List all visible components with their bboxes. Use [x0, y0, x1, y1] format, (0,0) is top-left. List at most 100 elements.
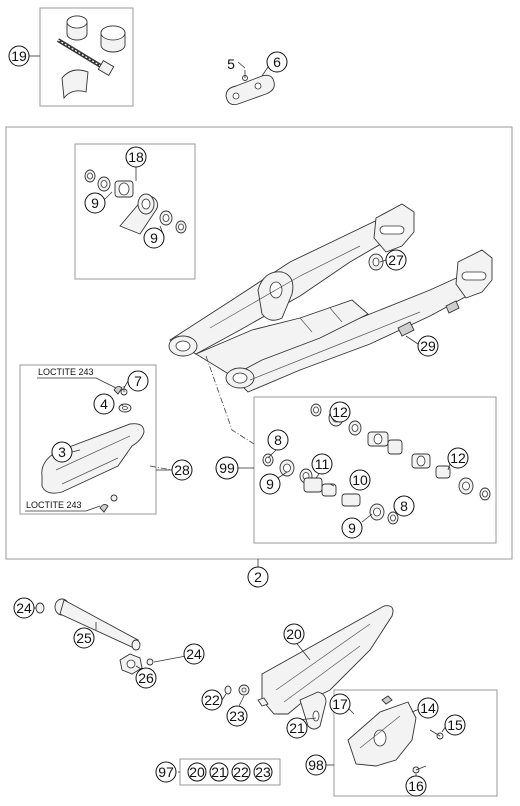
bearing-kit-box	[74, 143, 196, 280]
svg-text:23: 23	[229, 708, 245, 724]
callout-10: 10	[349, 469, 371, 491]
svg-text:29: 29	[420, 338, 436, 354]
svg-text:8: 8	[274, 432, 282, 448]
callout-98: 98	[305, 754, 327, 776]
svg-text:15: 15	[447, 717, 463, 733]
svg-text:20: 20	[286, 626, 302, 642]
svg-text:8: 8	[400, 498, 408, 514]
bearing-press-tool	[56, 15, 126, 100]
callout-26: 26	[135, 667, 157, 689]
svg-text:99: 99	[219, 460, 235, 476]
kit-item-22: 22	[231, 762, 251, 782]
svg-text:10: 10	[352, 472, 368, 488]
svg-text:9: 9	[91, 195, 99, 211]
callout-5: 5	[227, 56, 235, 72]
svg-text:9: 9	[150, 230, 158, 246]
callout-29: 29	[417, 335, 439, 357]
callout-24b: 24	[183, 643, 205, 665]
svg-text:20: 20	[189, 764, 205, 780]
svg-text:2: 2	[254, 569, 262, 585]
svg-text:7: 7	[134, 373, 142, 389]
svg-text:3: 3	[58, 444, 66, 460]
callout-16: 16	[405, 775, 427, 797]
svg-text:23: 23	[255, 764, 271, 780]
callout-99: 99	[215, 456, 239, 480]
callout-3: 3	[51, 441, 73, 463]
svg-text:26: 26	[138, 670, 154, 686]
loctite-note-top: LOCTITE 243	[37, 367, 117, 389]
swingarm-main-box	[5, 126, 513, 560]
kit-item-21: 21	[209, 762, 229, 782]
callout-8b: 8	[393, 495, 415, 517]
swingarm	[168, 203, 493, 393]
callout-9b: 9	[143, 227, 165, 249]
svg-text:98: 98	[308, 757, 324, 773]
callout-14: 14	[417, 697, 439, 719]
svg-text:27: 27	[388, 252, 404, 268]
callout-17: 17	[329, 693, 351, 715]
svg-text:97: 97	[158, 764, 174, 780]
callout-2: 2	[247, 566, 269, 588]
callout-18: 18	[125, 146, 147, 168]
loctite-label-top: LOCTITE 243	[38, 367, 94, 377]
leader-lines	[29, 55, 451, 776]
kit-item-23: 23	[253, 762, 273, 782]
callout-12b: 12	[447, 447, 469, 469]
callout-9c: 9	[259, 473, 281, 495]
callout-28: 28	[171, 459, 193, 481]
svg-text:28: 28	[174, 462, 190, 478]
callout-15: 15	[444, 714, 466, 736]
callout-24a: 24	[13, 597, 35, 619]
chain-slider-box	[19, 364, 157, 515]
svg-text:16: 16	[408, 778, 424, 794]
callout-9a: 9	[84, 192, 106, 214]
svg-text:19: 19	[11, 48, 27, 64]
svg-text:18: 18	[128, 149, 144, 165]
svg-text:22: 22	[204, 692, 220, 708]
callout-23: 23	[226, 705, 248, 727]
callout-9d: 9	[341, 517, 363, 539]
svg-text:9: 9	[266, 476, 274, 492]
svg-text:24: 24	[186, 646, 202, 662]
pivot-bearings	[262, 403, 491, 525]
bearing-tool-box	[39, 7, 134, 107]
chain-slider	[41, 385, 145, 513]
svg-text:24: 24	[16, 600, 32, 616]
svg-text:21: 21	[211, 764, 227, 780]
kit-item-20: 20	[187, 762, 207, 782]
callout-97: 97	[155, 761, 177, 783]
callout-21: 21	[286, 717, 308, 739]
swingarm-axle	[35, 598, 154, 675]
svg-text:12: 12	[450, 450, 466, 466]
svg-text:5: 5	[227, 56, 235, 72]
svg-text:11: 11	[315, 456, 330, 472]
loctite-label-bottom: LOCTITE 243	[26, 500, 82, 510]
callout-20: 20	[283, 623, 305, 645]
callout-12a: 12	[329, 401, 351, 423]
callout-22: 22	[201, 689, 223, 711]
svg-text:22: 22	[233, 764, 249, 780]
svg-text:9: 9	[348, 520, 356, 536]
svg-text:21: 21	[289, 720, 305, 736]
chain-guard	[224, 605, 394, 730]
svg-text:17: 17	[332, 696, 348, 712]
callout-11: 11	[311, 453, 333, 475]
svg-text:14: 14	[420, 700, 436, 716]
svg-text:25: 25	[76, 630, 92, 646]
callout-19: 19	[8, 45, 30, 67]
callout-8a: 8	[267, 429, 289, 451]
callout-4: 4	[93, 393, 115, 415]
svg-text:12: 12	[332, 404, 348, 420]
clamp-bracket	[225, 70, 275, 106]
loctite-note-bottom: LOCTITE 243	[25, 500, 101, 512]
pivot-bearing-box	[253, 396, 497, 544]
callout-7: 7	[127, 370, 149, 392]
svg-text:4: 4	[100, 396, 108, 412]
callout-6: 6	[266, 51, 288, 73]
callout-25: 25	[73, 627, 95, 649]
chain-guide	[347, 695, 444, 774]
svg-text:6: 6	[273, 54, 281, 70]
bearing-kit-parts	[84, 169, 187, 235]
callout-27: 27	[385, 249, 407, 271]
